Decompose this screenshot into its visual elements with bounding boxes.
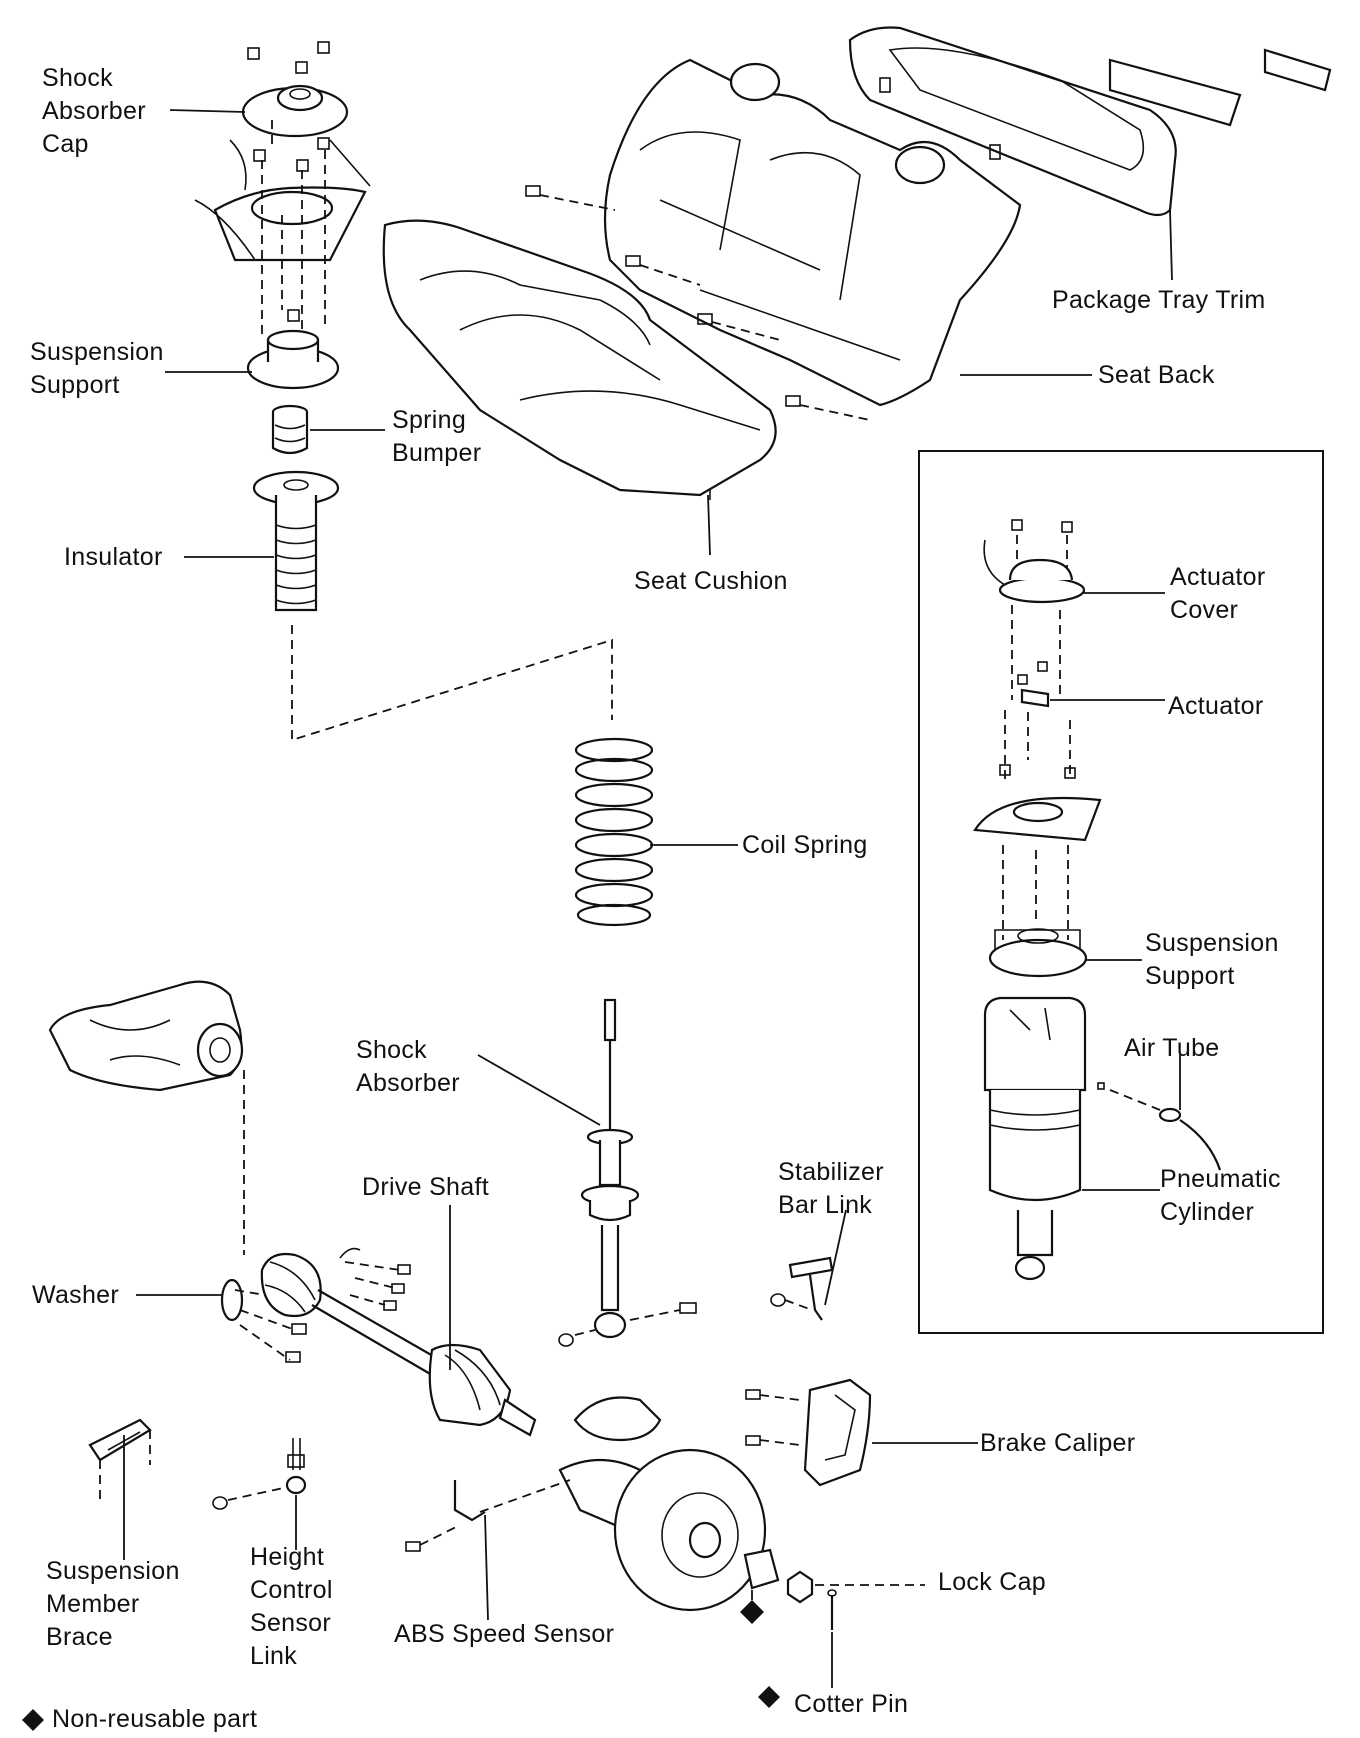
label-abs-speed-sensor: ABS Speed Sensor bbox=[394, 1620, 615, 1648]
body-mount-panel-drawing bbox=[194, 137, 371, 262]
spring-bumper-drawing bbox=[271, 404, 309, 455]
washer-drawing bbox=[220, 1278, 307, 1363]
leader-lines bbox=[123, 109, 1181, 1688]
package-tray-trim-drawing bbox=[848, 26, 1332, 217]
stabilizer-bar-link-drawing bbox=[770, 1256, 834, 1321]
label-seat-cushion: Seat Cushion bbox=[634, 567, 788, 595]
drive-shaft-drawing bbox=[260, 1247, 537, 1437]
air-tube-drawing bbox=[1097, 1082, 1222, 1171]
coil-spring-drawing bbox=[574, 737, 654, 927]
cotter-pin-drawing bbox=[827, 1589, 837, 1630]
label-actuator-cover: Actuator Cover bbox=[1170, 563, 1266, 624]
brake-caliper-drawing bbox=[745, 1378, 872, 1487]
actuator-cover-drawing bbox=[983, 519, 1086, 604]
label-suspension-member-brace: Suspension Member Brace bbox=[46, 1557, 180, 1651]
label-cotter-pin: Cotter Pin bbox=[794, 1690, 909, 1718]
lock-cap-drawing bbox=[786, 1570, 925, 1604]
seat-cushion-drawing bbox=[382, 219, 777, 500]
axle-nut-drawing bbox=[740, 1548, 780, 1624]
label-brake-caliper: Brake Caliper bbox=[980, 1429, 1136, 1457]
brake-disc-drawing bbox=[613, 1448, 767, 1612]
label-spring-bumper: Spring Bumper bbox=[392, 406, 482, 467]
suspension-support-right-drawing bbox=[988, 928, 1088, 978]
label-coil-spring: Coil Spring bbox=[742, 831, 868, 859]
seat-back-drawing bbox=[603, 58, 1022, 407]
label-height-control-sensor-link: Height Control Sensor Link bbox=[250, 1543, 333, 1670]
label-lock-cap: Lock Cap bbox=[938, 1568, 1047, 1596]
label-suspension-support-right: Suspension Support bbox=[1145, 929, 1279, 990]
label-washer: Washer bbox=[32, 1281, 120, 1309]
label-stabilizer-bar-link: Stabilizer Bar Link bbox=[778, 1158, 884, 1219]
label-shock-absorber-cap: Shock Absorber Cap bbox=[42, 64, 146, 158]
label-shock-absorber: Shock Absorber bbox=[356, 1036, 460, 1097]
label-insulator: Insulator bbox=[64, 543, 163, 571]
actuator-drawing bbox=[1017, 661, 1050, 708]
non-reusable-diamond-icon bbox=[22, 1709, 44, 1731]
legend-non-reusable-part: Non-reusable part bbox=[52, 1705, 258, 1733]
label-suspension-support-left: Suspension Support bbox=[30, 338, 164, 399]
height-control-sensor-link-drawing bbox=[212, 1438, 307, 1510]
upper-mount-plate-drawing bbox=[973, 764, 1102, 842]
differential-drawing bbox=[48, 980, 244, 1092]
label-actuator: Actuator bbox=[1168, 692, 1264, 720]
label-package-tray-trim: Package Tray Trim bbox=[1052, 286, 1266, 314]
label-drive-shaft: Drive Shaft bbox=[362, 1173, 489, 1201]
insulator-drawing bbox=[252, 470, 340, 612]
label-pneumatic-cylinder: Pneumatic Cylinder bbox=[1160, 1165, 1281, 1226]
suspension-member-brace-drawing bbox=[88, 1418, 152, 1505]
shock-absorber-drawing bbox=[558, 998, 697, 1347]
cotter-pin-diamond-icon bbox=[758, 1686, 780, 1708]
air-suspension-inset-frame bbox=[918, 450, 1324, 1334]
abs-speed-sensor-drawing bbox=[405, 1479, 571, 1552]
label-air-tube: Air Tube bbox=[1124, 1034, 1220, 1062]
label-seat-back: Seat Back bbox=[1098, 361, 1215, 389]
shock-absorber-cap-drawing bbox=[241, 41, 349, 138]
suspension-support-left-drawing bbox=[246, 309, 340, 390]
pneumatic-cylinder-drawing bbox=[983, 996, 1087, 1281]
